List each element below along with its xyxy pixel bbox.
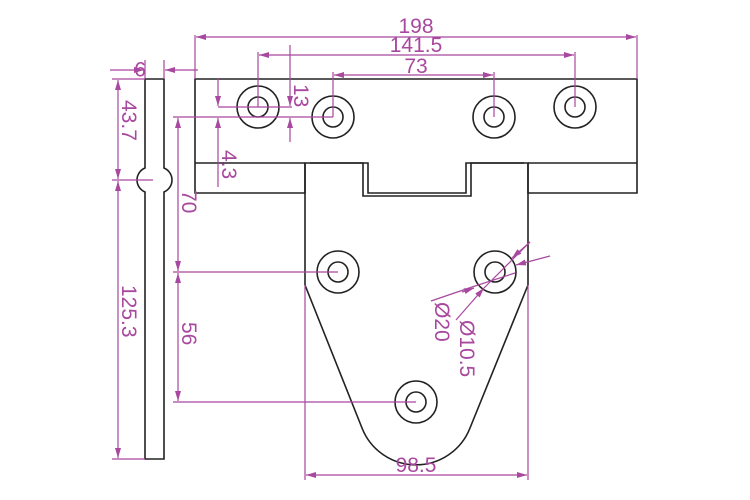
dim-198: 198 [398, 15, 433, 38]
dim-43-7: 43.7 [117, 100, 140, 141]
dim-13: 13 [289, 84, 312, 107]
dim-141-5: 141.5 [390, 34, 443, 57]
dim-125-3: 125.3 [117, 285, 140, 338]
dim-dia-10-5: Ø10.5 [455, 320, 478, 377]
side-view [136, 78, 173, 460]
dim-9: 9 [134, 57, 146, 80]
top-plate [194, 78, 638, 194]
dim-56: 56 [177, 322, 200, 345]
dim-4-3: 4.3 [217, 150, 240, 179]
dimension-lines [110, 34, 638, 480]
hole-6 [473, 250, 517, 294]
dim-98-5: 98.5 [396, 454, 437, 477]
holes [236, 85, 597, 424]
dim-dia-20: Ø20 [430, 302, 453, 342]
dim-73: 73 [404, 55, 427, 78]
lower-leaf [304, 162, 529, 466]
dim-70: 70 [177, 190, 200, 213]
dimension-labels: 198 141.5 73 9 13 4.3 43.7 70 125.3 56 9… [117, 15, 478, 477]
